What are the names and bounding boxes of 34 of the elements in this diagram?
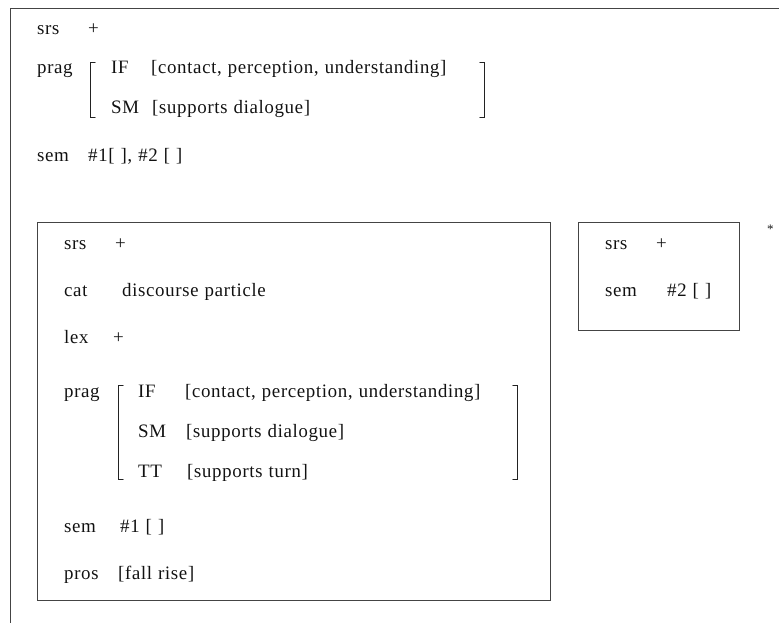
feature-value: +	[88, 19, 100, 38]
feature-name: [contact, perception, understanding]	[151, 58, 447, 77]
feature-name: prag	[37, 58, 74, 77]
feature-value: +	[113, 328, 124, 347]
feature-name: #1 [ ]	[120, 517, 165, 536]
feature-name: srs	[37, 19, 60, 38]
feature-value: IF	[138, 382, 156, 401]
feature-value: IF	[111, 58, 130, 77]
feature-name: [contact, perception, understanding]	[185, 382, 481, 401]
footnote-mark: *	[767, 222, 774, 235]
feature-name: [supports dialogue]	[152, 98, 311, 117]
feature-name: sem	[605, 281, 638, 300]
feature-value: sem	[37, 146, 70, 165]
feature-name: [fall rise]	[118, 564, 195, 583]
feature-structure-box	[10, 8, 779, 623]
feature-name: cat	[64, 281, 88, 300]
feature-value: +	[115, 234, 126, 253]
feature-value: TT	[138, 462, 162, 481]
feature-value: discourse particle	[122, 281, 266, 300]
feature-name: [supports dialogue]	[186, 422, 345, 441]
feature-name: prag	[64, 382, 100, 401]
feature-value: +	[656, 234, 668, 253]
feature-name: [supports turn]	[187, 462, 308, 481]
feature-value: sem	[64, 517, 96, 536]
feature-value: #2 [ ]	[667, 281, 712, 300]
feature-value: SM	[138, 422, 167, 441]
feature-name: srs	[605, 234, 628, 253]
feature-name: #1[ ], #2 [ ]	[88, 146, 183, 165]
feature-value: SM	[111, 98, 140, 117]
feature-value: pros	[64, 564, 100, 583]
feature-structure-box	[578, 222, 740, 331]
feature-name: srs	[64, 234, 87, 253]
feature-structure-box	[37, 222, 551, 601]
feature-name: lex	[64, 328, 90, 347]
